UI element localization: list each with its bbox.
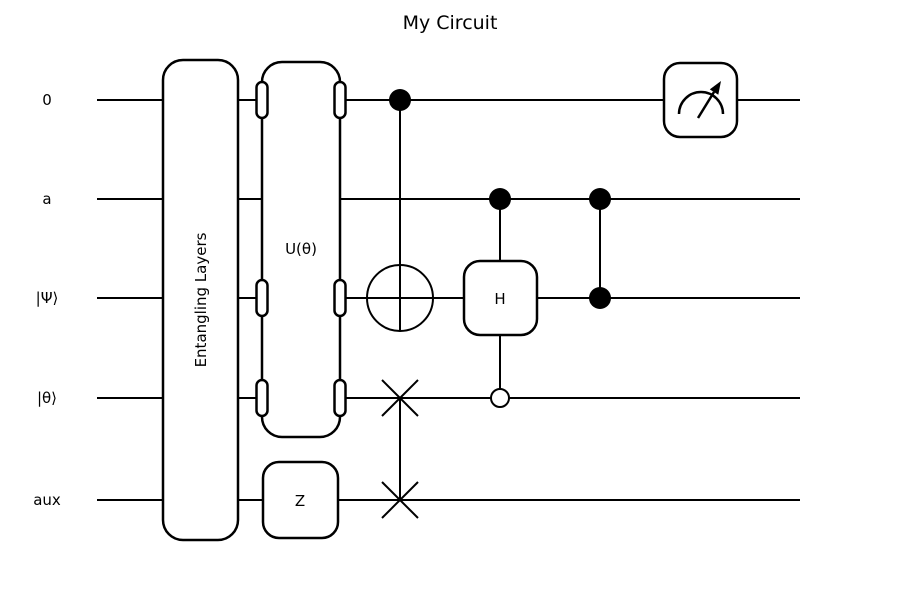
gate-controlled-h: H <box>462 188 539 408</box>
u-theta-tab-right-theta <box>333 378 347 418</box>
cz-dot-psi <box>589 287 611 309</box>
wire-label-0: 0 <box>42 91 52 109</box>
swap-cross-aux-icon <box>381 481 419 519</box>
u-theta-tab-right-0 <box>333 80 347 120</box>
h-gate-label: H <box>494 290 505 308</box>
gate-cz <box>589 188 611 309</box>
entangling-layers-label: Entangling Layers <box>192 232 210 367</box>
gate-swap <box>381 379 419 519</box>
measurement-icon <box>677 81 725 119</box>
gate-cnot <box>366 89 434 332</box>
wire-label-a: a <box>42 190 51 208</box>
gate-u-theta: U(θ) <box>255 60 347 439</box>
z-gate-label: Z <box>295 492 305 510</box>
gate-measurement <box>662 61 739 139</box>
u-theta-tab-left-psi <box>255 278 269 318</box>
u-theta-tab-right-psi <box>333 278 347 318</box>
u-theta-label: U(θ) <box>285 240 317 258</box>
u-theta-tab-left-0 <box>255 80 269 120</box>
wire-label-psi: |Ψ⟩ <box>36 289 59 307</box>
u-theta-wire-tabs <box>255 80 347 418</box>
wire-labels: 0 a |Ψ⟩ |θ⟩ aux <box>33 91 61 509</box>
circuit-title: My Circuit <box>403 12 498 34</box>
z-gate-box <box>261 460 340 540</box>
controlled-h-control-dot <box>489 188 511 210</box>
h-gate-box <box>462 259 539 337</box>
controlled-h-open-control <box>490 388 510 408</box>
swap-cross-theta-icon <box>381 379 419 417</box>
gate-entangling-layers: Entangling Layers <box>161 58 240 542</box>
cz-dot-a <box>589 188 611 210</box>
wire-label-aux: aux <box>33 491 61 509</box>
entangling-layers-box <box>161 58 240 542</box>
gate-z: Z <box>261 460 340 540</box>
measurement-box <box>662 61 739 139</box>
u-theta-tab-left-theta <box>255 378 269 418</box>
wire-label-theta: |θ⟩ <box>37 389 57 407</box>
cnot-control-dot <box>389 89 411 111</box>
cnot-target-icon <box>366 264 434 332</box>
u-theta-box <box>260 60 342 439</box>
